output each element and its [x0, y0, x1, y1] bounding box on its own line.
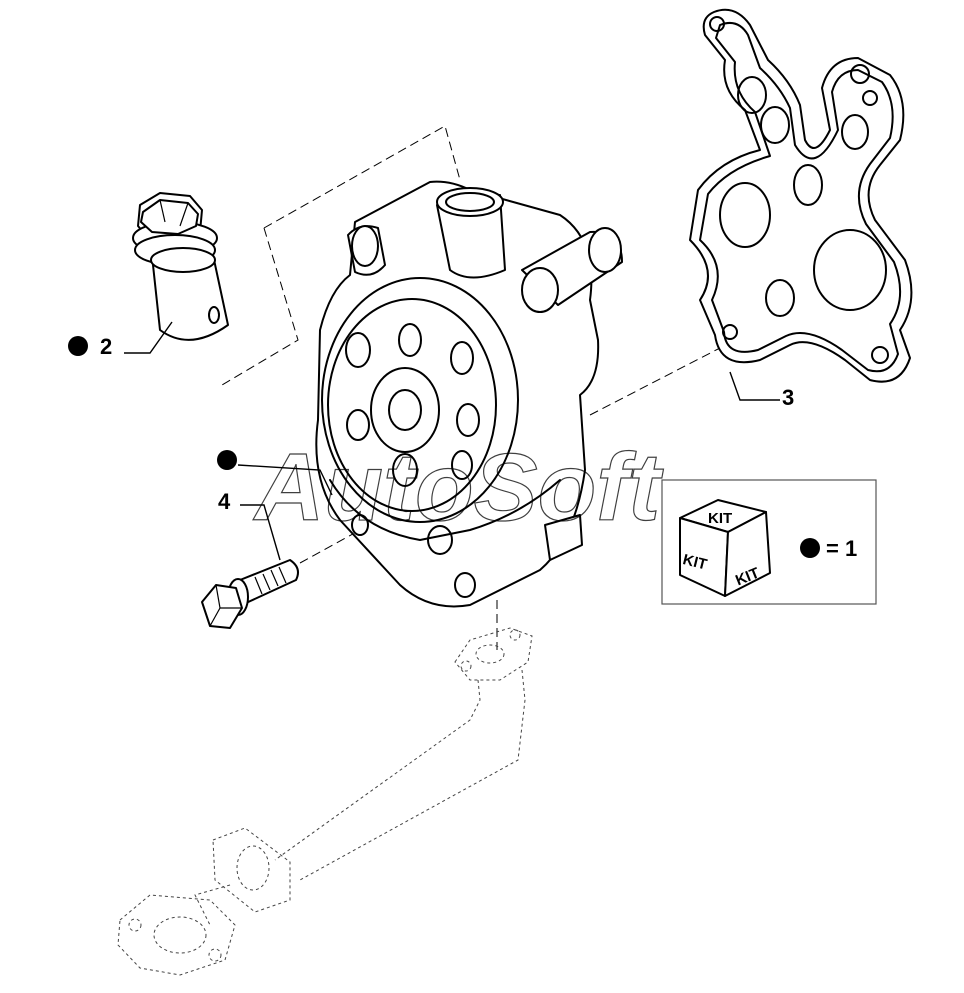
oil-pipe-phantom [117, 600, 533, 976]
reference-dashed-frame [221, 125, 461, 386]
kit-box-icon: KIT KIT KIT [679, 499, 771, 597]
kit-legend: KIT KIT KIT = 1 [661, 479, 877, 605]
kit-label-top: KIT [708, 510, 732, 527]
callout-bolt: 4 [218, 489, 231, 514]
callout-gasket: 3 [782, 385, 794, 410]
callout-plug: 2 [100, 334, 112, 359]
assembly-axis-lines [299, 347, 721, 564]
gasket-part [689, 8, 913, 383]
kit-label-left: KIT [681, 551, 709, 573]
vacuum-pump-body [315, 180, 623, 608]
kit-marker-dot-plug [68, 336, 88, 356]
kit-legend-dot [800, 538, 820, 558]
kit-marker-dot-pump [217, 450, 237, 470]
plug-screw-part [132, 192, 229, 341]
bolt-part [201, 559, 299, 629]
leader-lines [124, 321, 780, 561]
kit-legend-equals: = 1 [826, 536, 857, 561]
watermark-text: AutoSoft [253, 434, 664, 541]
